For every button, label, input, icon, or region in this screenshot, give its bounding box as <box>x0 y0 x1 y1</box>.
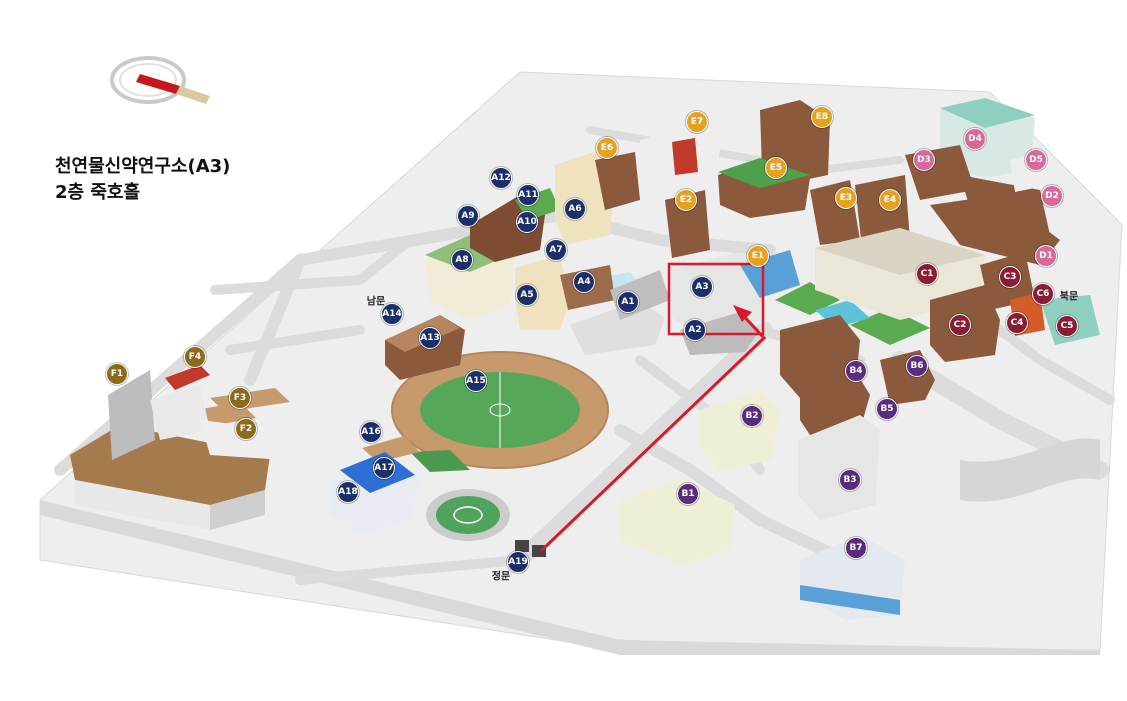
building-marker-a14[interactable]: A14 <box>381 303 403 325</box>
building-marker-b5[interactable]: B5 <box>876 398 898 420</box>
building-marker-a2[interactable]: A2 <box>684 319 706 341</box>
east-boulevard <box>960 438 1100 502</box>
building-marker-e7[interactable]: E7 <box>686 111 708 133</box>
building-marker-a1[interactable]: A1 <box>617 291 639 313</box>
building-marker-c5[interactable]: C5 <box>1056 315 1078 337</box>
heliport <box>426 489 510 541</box>
building-marker-a9[interactable]: A9 <box>457 205 479 227</box>
building-marker-f4[interactable]: F4 <box>184 346 206 368</box>
location-title-line2: 2층 죽호홀 <box>55 182 141 203</box>
location-title: 천연물신약연구소(A3) 2층 죽호홀 <box>55 154 230 206</box>
building-marker-e6[interactable]: E6 <box>596 137 618 159</box>
building-marker-c3[interactable]: C3 <box>999 266 1021 288</box>
building-marker-e8[interactable]: E8 <box>811 106 833 128</box>
building-marker-e4[interactable]: E4 <box>879 189 901 211</box>
building-marker-a16[interactable]: A16 <box>360 421 382 443</box>
building-marker-c4[interactable]: C4 <box>1006 312 1028 334</box>
target-highlight-box <box>667 262 765 336</box>
building-marker-c1[interactable]: C1 <box>916 263 938 285</box>
building-marker-a10[interactable]: A10 <box>516 211 538 233</box>
building-marker-b1[interactable]: B1 <box>677 483 699 505</box>
stadium <box>391 351 609 469</box>
building-marker-e3[interactable]: E3 <box>835 187 857 209</box>
building-marker-f2[interactable]: F2 <box>235 418 257 440</box>
building-marker-d2[interactable]: D2 <box>1041 185 1063 207</box>
building-marker-a8[interactable]: A8 <box>451 249 473 271</box>
location-title-line1: 천연물신약연구소(A3) <box>55 156 231 177</box>
building-marker-a13[interactable]: A13 <box>419 327 441 349</box>
route-arrowhead <box>733 305 752 322</box>
building-marker-b4[interactable]: B4 <box>845 360 867 382</box>
building-marker-a5[interactable]: A5 <box>516 284 538 306</box>
building-marker-b3[interactable]: B3 <box>839 469 861 491</box>
building-marker-e5[interactable]: E5 <box>765 157 787 179</box>
building-marker-d1[interactable]: D1 <box>1035 245 1057 267</box>
building-marker-e1[interactable]: E1 <box>747 245 769 267</box>
building-marker-a11[interactable]: A11 <box>517 184 539 206</box>
building-marker-b7[interactable]: B7 <box>845 537 867 559</box>
building-marker-a7[interactable]: A7 <box>545 239 567 261</box>
building-marker-a17[interactable]: A17 <box>373 457 395 479</box>
building-marker-e2[interactable]: E2 <box>675 189 697 211</box>
building-marker-f3[interactable]: F3 <box>229 387 251 409</box>
gate-label-main: 정문 <box>491 571 511 583</box>
building-marker-a3[interactable]: A3 <box>691 276 713 298</box>
building-marker-a19[interactable]: A19 <box>507 551 529 573</box>
building-marker-a4[interactable]: A4 <box>573 271 595 293</box>
building-marker-b6[interactable]: B6 <box>906 355 928 377</box>
building-marker-f1[interactable]: F1 <box>106 363 128 385</box>
building-marker-a6[interactable]: A6 <box>564 198 586 220</box>
building-marker-a12[interactable]: A12 <box>490 167 512 189</box>
magnifier-icon <box>110 56 210 104</box>
building-marker-a15[interactable]: A15 <box>465 370 487 392</box>
gate-label-north: 북문 <box>1059 291 1079 303</box>
building-marker-b2[interactable]: B2 <box>741 405 763 427</box>
building-marker-d3[interactable]: D3 <box>913 149 935 171</box>
building-marker-d4[interactable]: D4 <box>964 128 986 150</box>
gate-label-south: 남문 <box>366 296 386 308</box>
building-marker-d5[interactable]: D5 <box>1025 149 1047 171</box>
building-marker-a18[interactable]: A18 <box>337 481 359 503</box>
building-marker-c6[interactable]: C6 <box>1032 283 1054 305</box>
route-path <box>539 310 767 553</box>
building-marker-c2[interactable]: C2 <box>949 314 971 336</box>
